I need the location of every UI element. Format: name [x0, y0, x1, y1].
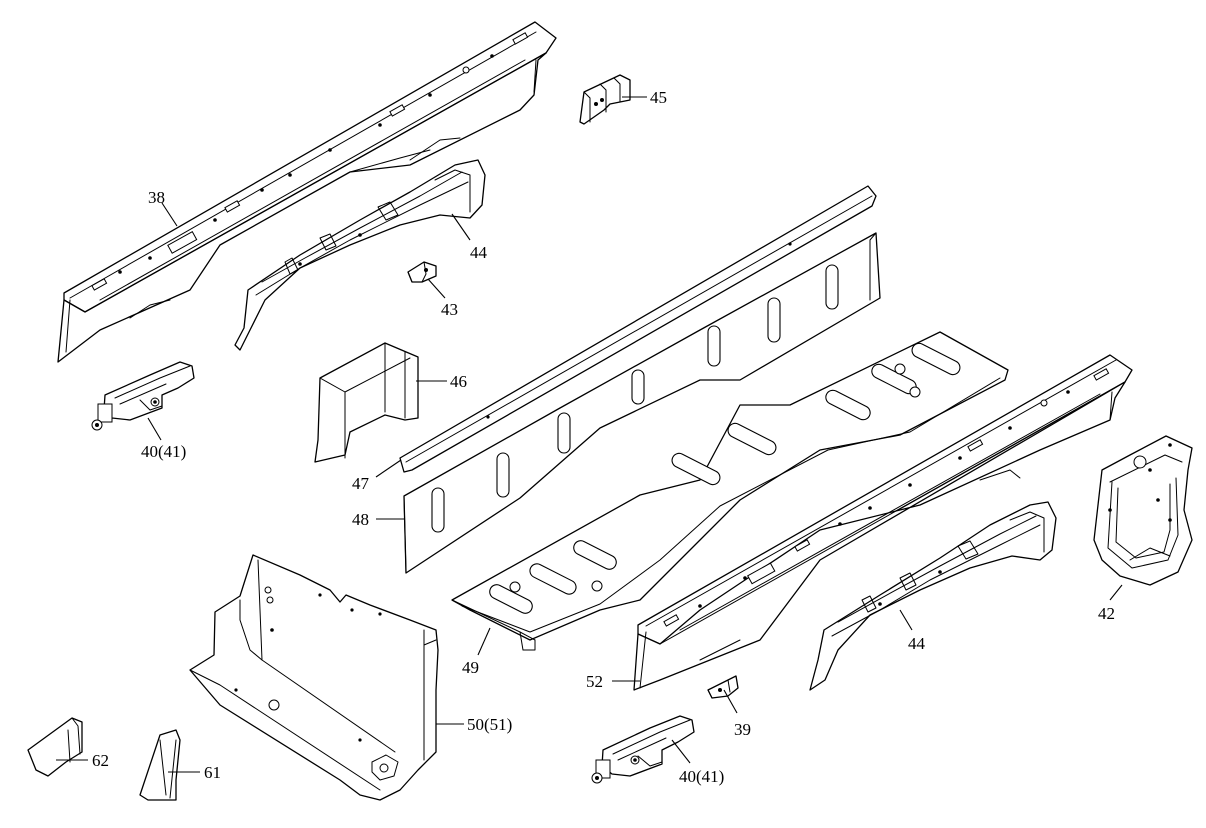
- callout-62: 62: [92, 751, 109, 770]
- callout-49: 49: [462, 658, 479, 677]
- leader-44b: [899, 609, 913, 631]
- part-40-hinge-right: [591, 715, 695, 784]
- leader-42: [1109, 584, 1123, 601]
- part-49-floor-pan: [451, 331, 1009, 651]
- callout-40-right: 40(41): [679, 767, 724, 786]
- leader-49: [477, 627, 491, 656]
- part-62-block: [27, 717, 83, 777]
- callout-50: 50(51): [467, 715, 512, 734]
- callout-39: 39: [734, 720, 751, 739]
- callout-61: 61: [204, 763, 221, 782]
- leader-40b: [671, 739, 691, 764]
- callout-38: 38: [148, 188, 165, 207]
- callout-44-upper: 44: [470, 243, 488, 262]
- part-38-side-rail: [57, 21, 557, 363]
- leader-40a: [147, 417, 162, 441]
- part-61-plate: [139, 729, 181, 801]
- callout-46: 46: [450, 372, 467, 391]
- part-52-side-rail: [633, 354, 1133, 691]
- callout-48: 48: [352, 510, 369, 529]
- part-43-clip: [407, 261, 437, 283]
- leader-44a: [451, 213, 471, 241]
- leader-43: [427, 278, 446, 299]
- callout-labels: 38 45 44 43 46 40(41) 47 48 49 52 44 42 …: [92, 88, 1115, 786]
- callout-43: 43: [441, 300, 458, 319]
- part-39-clip: [707, 675, 739, 699]
- part-44-lower-reinforcement: [809, 501, 1057, 691]
- callout-40-left: 40(41): [141, 442, 186, 461]
- callout-45: 45: [650, 88, 667, 107]
- part-40-hinge-left: [91, 361, 195, 431]
- part-46-bracket: [314, 342, 419, 463]
- leader-lines: [56, 96, 1123, 773]
- part-47-rail: [399, 185, 877, 473]
- callout-47: 47: [352, 474, 370, 493]
- part-45-bracket: [579, 74, 631, 125]
- part-44-upper-reinforcement: [234, 159, 486, 351]
- callout-44-lower: 44: [908, 634, 926, 653]
- part-50-side-panel: [189, 554, 439, 801]
- callout-52: 52: [586, 672, 603, 691]
- callout-42: 42: [1098, 604, 1115, 623]
- leader-47: [375, 459, 402, 478]
- part-42-bracket-frame: [1093, 435, 1193, 586]
- leader-38: [161, 202, 178, 227]
- part-48-slotted-panel: [403, 232, 881, 574]
- leader-39: [723, 689, 738, 714]
